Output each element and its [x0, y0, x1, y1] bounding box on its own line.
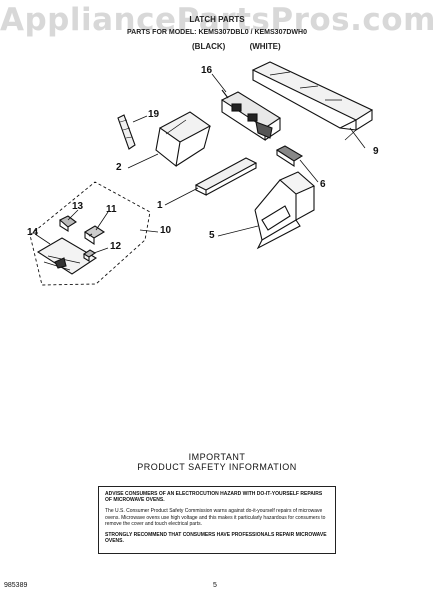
diagram-title: LATCH PARTS [189, 15, 245, 24]
callout-6: 6 [320, 179, 326, 190]
leader-lines [34, 73, 366, 254]
part-6-pad [275, 145, 304, 168]
callout-10: 10 [160, 225, 172, 236]
safety-title: IMPORTANT [188, 452, 246, 462]
watermark-text: AppliancePartsPros.com [0, 2, 434, 38]
color-variants: (BLACK) (WHITE) [192, 42, 303, 51]
callout-5: 5 [209, 230, 215, 241]
part-1-lever [194, 157, 258, 196]
part-19-latch-strip [117, 114, 136, 150]
callout-16: 16 [201, 65, 213, 76]
exploded-parts-diagram [29, 61, 374, 286]
part-5-bracket [254, 171, 316, 250]
variant-white: (WHITE) [249, 42, 281, 51]
safety-body: The U.S. Consumer Product Safety Commiss… [105, 508, 326, 527]
part-9-latch-bracket [251, 61, 374, 141]
page-number: 5 [213, 582, 217, 589]
variant-black: (BLACK) [192, 42, 226, 51]
part-13-switch [59, 215, 77, 232]
callout-13: 13 [72, 201, 84, 212]
part-14-switch-plate [36, 237, 98, 275]
callout-2: 2 [116, 162, 122, 173]
callout-9: 9 [373, 146, 379, 157]
safety-warning: ADVISE CONSUMERS OF AN ELECTROCUTION HAZ… [105, 491, 323, 504]
part-2-latch-hook [155, 111, 212, 168]
part-11-switch [83, 225, 106, 246]
callout-12: 12 [110, 241, 122, 252]
safety-heading: PRODUCT SAFETY INFORMATION [137, 462, 297, 472]
callout-1: 1 [157, 200, 163, 211]
safety-notice-box: ADVISE CONSUMERS OF AN ELECTROCUTION HAZ… [98, 486, 336, 554]
document-number: 985389 [4, 582, 28, 589]
part-16-actuator-assembly [220, 89, 282, 142]
model-numbers: PARTS FOR MODEL: KEMS307DBL0 / KEMS307DW… [127, 29, 307, 36]
part-10-switch-group-outline [29, 181, 151, 286]
callout-11: 11 [106, 204, 117, 215]
callout-14: 14 [27, 227, 39, 238]
callout-19: 19 [148, 109, 160, 120]
safety-recommendation: STRONGLY RECOMMEND THAT CONSUMERS HAVE P… [105, 532, 327, 545]
